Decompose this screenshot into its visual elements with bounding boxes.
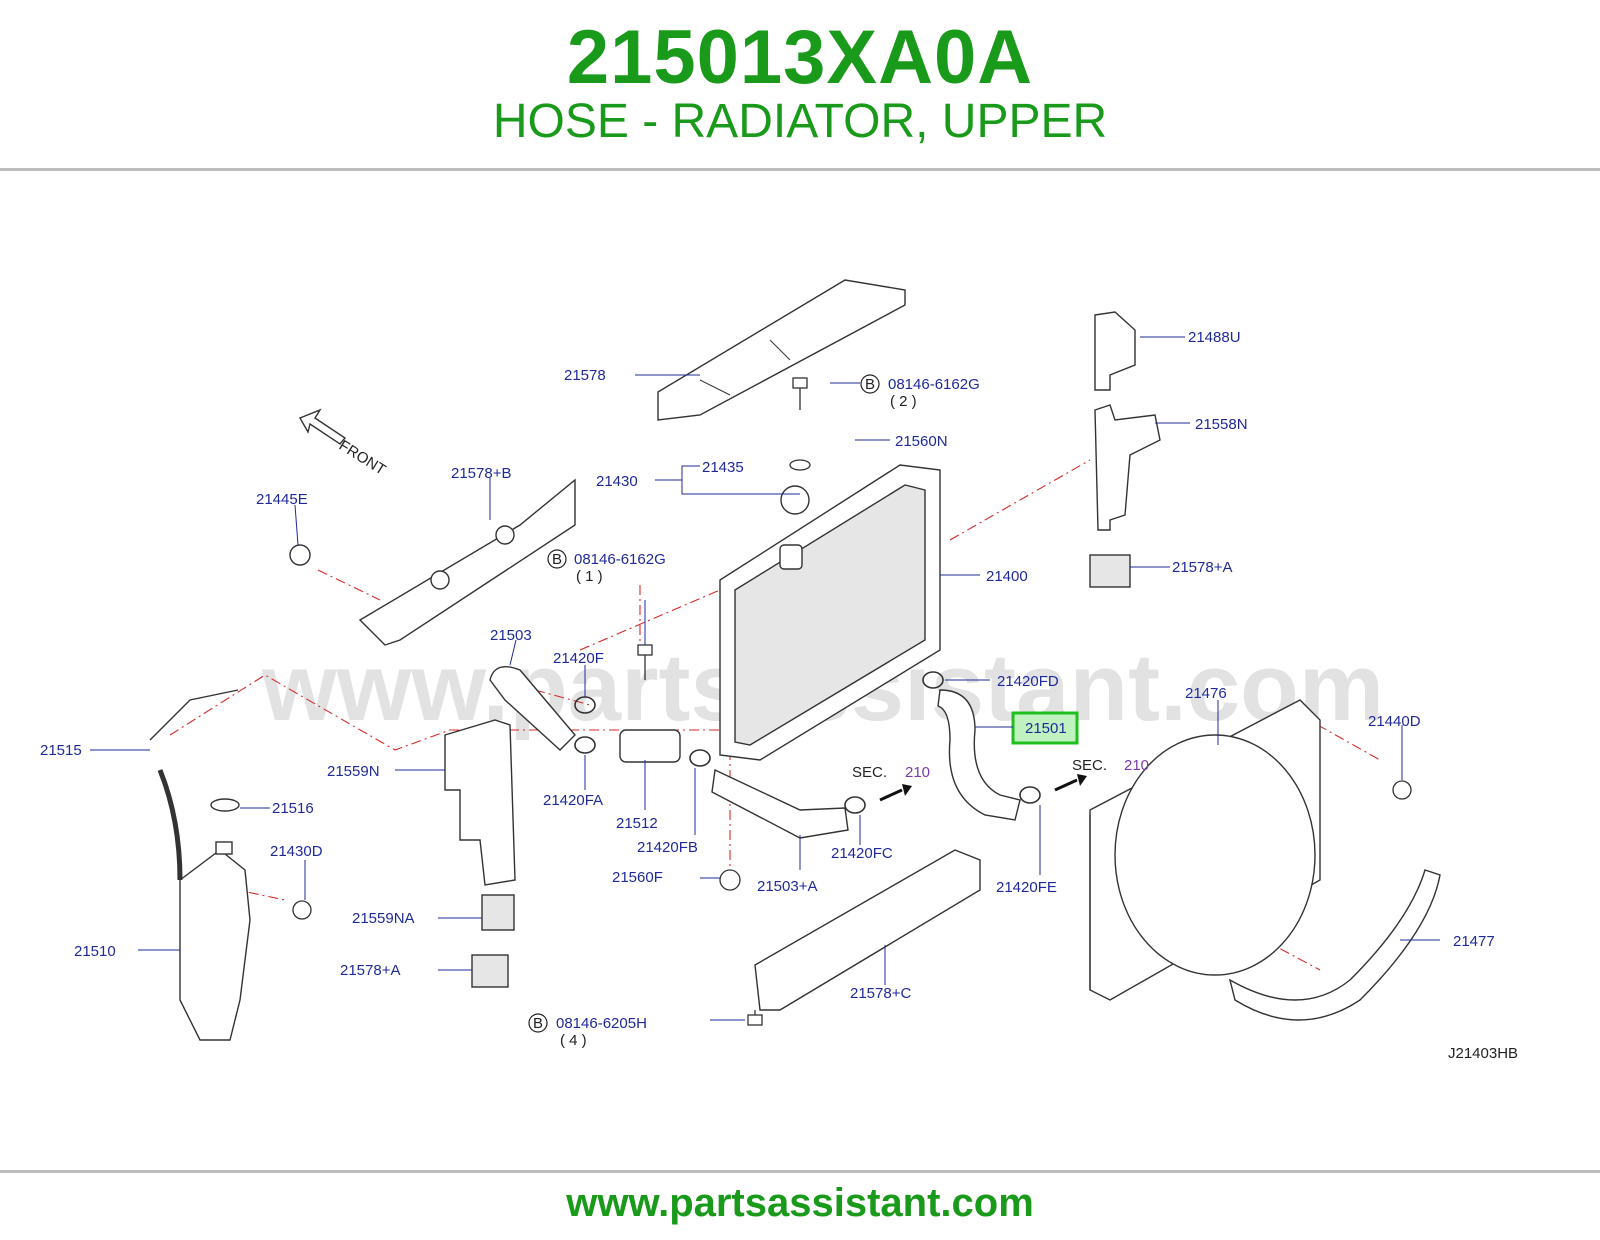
callout-21578B: 21578+B (451, 465, 511, 482)
radiator-core-support-upper (657, 279, 906, 421)
header-divider (0, 168, 1600, 171)
callout-21515: 21515 (40, 742, 82, 759)
footer-url-link[interactable]: www.partsassistant.com (566, 1181, 1034, 1225)
lower-hose-21503 (489, 666, 576, 751)
part-description: HOSE - RADIATOR, UPPER (492, 95, 1108, 148)
callout-21400: 21400 (986, 568, 1028, 585)
callout-21578A-left: 21578+A (340, 962, 400, 979)
callout-21435: 21435 (702, 459, 744, 476)
clip-21445E (289, 544, 311, 566)
lower-shroud-21477 (1228, 869, 1441, 1021)
fan-shroud-21476 (1089, 699, 1321, 1001)
shroud-21559N (444, 719, 516, 886)
callout-21510: 21510 (74, 943, 116, 960)
bolt-spec-qty-3: ( 4 ) (560, 1032, 587, 1049)
callout-21488U: 21488U (1188, 329, 1241, 346)
sec-prefix-1: SEC. (852, 764, 887, 781)
sec-number-1: 210 (905, 764, 930, 781)
callout-21440D: 21440D (1368, 713, 1421, 730)
diagram-code: J21403HB (1448, 1045, 1518, 1062)
callout-21420FC: 21420FC (831, 845, 893, 862)
seal-21578A-left (471, 954, 509, 988)
callout-21420FE: 21420FE (996, 879, 1057, 896)
page-header: 215013XA0A HOSE - RADIATOR, UPPER (0, 0, 1600, 170)
bolt-spec-qty-2: ( 1 ) (576, 568, 603, 585)
sec-arrows (879, 774, 1087, 802)
callout-21420FB: 21420FB (637, 839, 698, 856)
bolt-spec-number-1: 08146-6162G (888, 376, 980, 393)
callout-21559NA: 21559NA (352, 910, 415, 927)
callout-21512: 21512 (616, 815, 658, 832)
seal-21578A-right (1089, 554, 1131, 588)
callout-21560N: 21560N (895, 433, 948, 450)
bracket-21558N (1094, 404, 1161, 531)
callout-21420FD: 21420FD (997, 673, 1059, 690)
callout-21420FA: 21420FA (543, 792, 603, 809)
hose-clamps (574, 671, 1041, 814)
bolt-spec-number-3: 08146-6205H (556, 1015, 647, 1032)
lower-core-support-21578C (754, 849, 981, 1011)
callout-21430: 21430 (596, 473, 638, 490)
callout-21559N: 21559N (327, 763, 380, 780)
sec-number-2: 210 (1124, 757, 1149, 774)
callout-21560F: 21560F (612, 869, 663, 886)
front-arrow: FRONT (298, 408, 389, 479)
callout-21430D: 21430D (270, 843, 323, 860)
bolt-spec-circle-1: B (865, 376, 875, 393)
leader-lines (90, 336, 1440, 1021)
sec-prefix-2: SEC. (1072, 757, 1107, 774)
bolt-spec-circle-3: B (533, 1015, 543, 1032)
callout-21578: 21578 (564, 367, 606, 384)
callout-21420F: 21420F (553, 650, 604, 667)
highlight-box-21501 (1011, 711, 1079, 745)
bolts (292, 377, 1412, 1026)
water-outlet-21512 (619, 729, 681, 763)
bolt-spec-circles (528, 374, 880, 1033)
footer-divider (0, 1170, 1600, 1173)
callout-21503: 21503 (490, 627, 532, 644)
reservoir-tank (149, 689, 251, 1041)
side-bracket-21578B (358, 478, 576, 646)
callout-21516: 21516 (272, 800, 314, 817)
lower-hose-21503A (711, 768, 849, 839)
callout-21578A-right: 21578+A (1172, 559, 1232, 576)
front-label: FRONT (336, 437, 389, 479)
radiator (719, 464, 941, 761)
seal-21559NA (481, 894, 515, 931)
bolt-spec-qty-1: ( 2 ) (890, 393, 917, 410)
callout-21503A: 21503+A (757, 878, 817, 895)
upper-hose-21501 (937, 689, 1021, 821)
callout-21558N: 21558N (1195, 416, 1248, 433)
part-number-title: 215013XA0A (566, 15, 1034, 100)
callout-21477: 21477 (1453, 933, 1495, 950)
callout-21476: 21476 (1185, 685, 1227, 702)
callout-21445E: 21445E (256, 491, 308, 508)
bolt-spec-number-2: 08146-6162G (574, 551, 666, 568)
callout-21578C: 21578+C (850, 985, 911, 1002)
bracket-21488U (1094, 311, 1136, 391)
callout-21501-highlighted: 21501 (1025, 720, 1067, 737)
bolt-spec-circle-2: B (552, 551, 562, 568)
